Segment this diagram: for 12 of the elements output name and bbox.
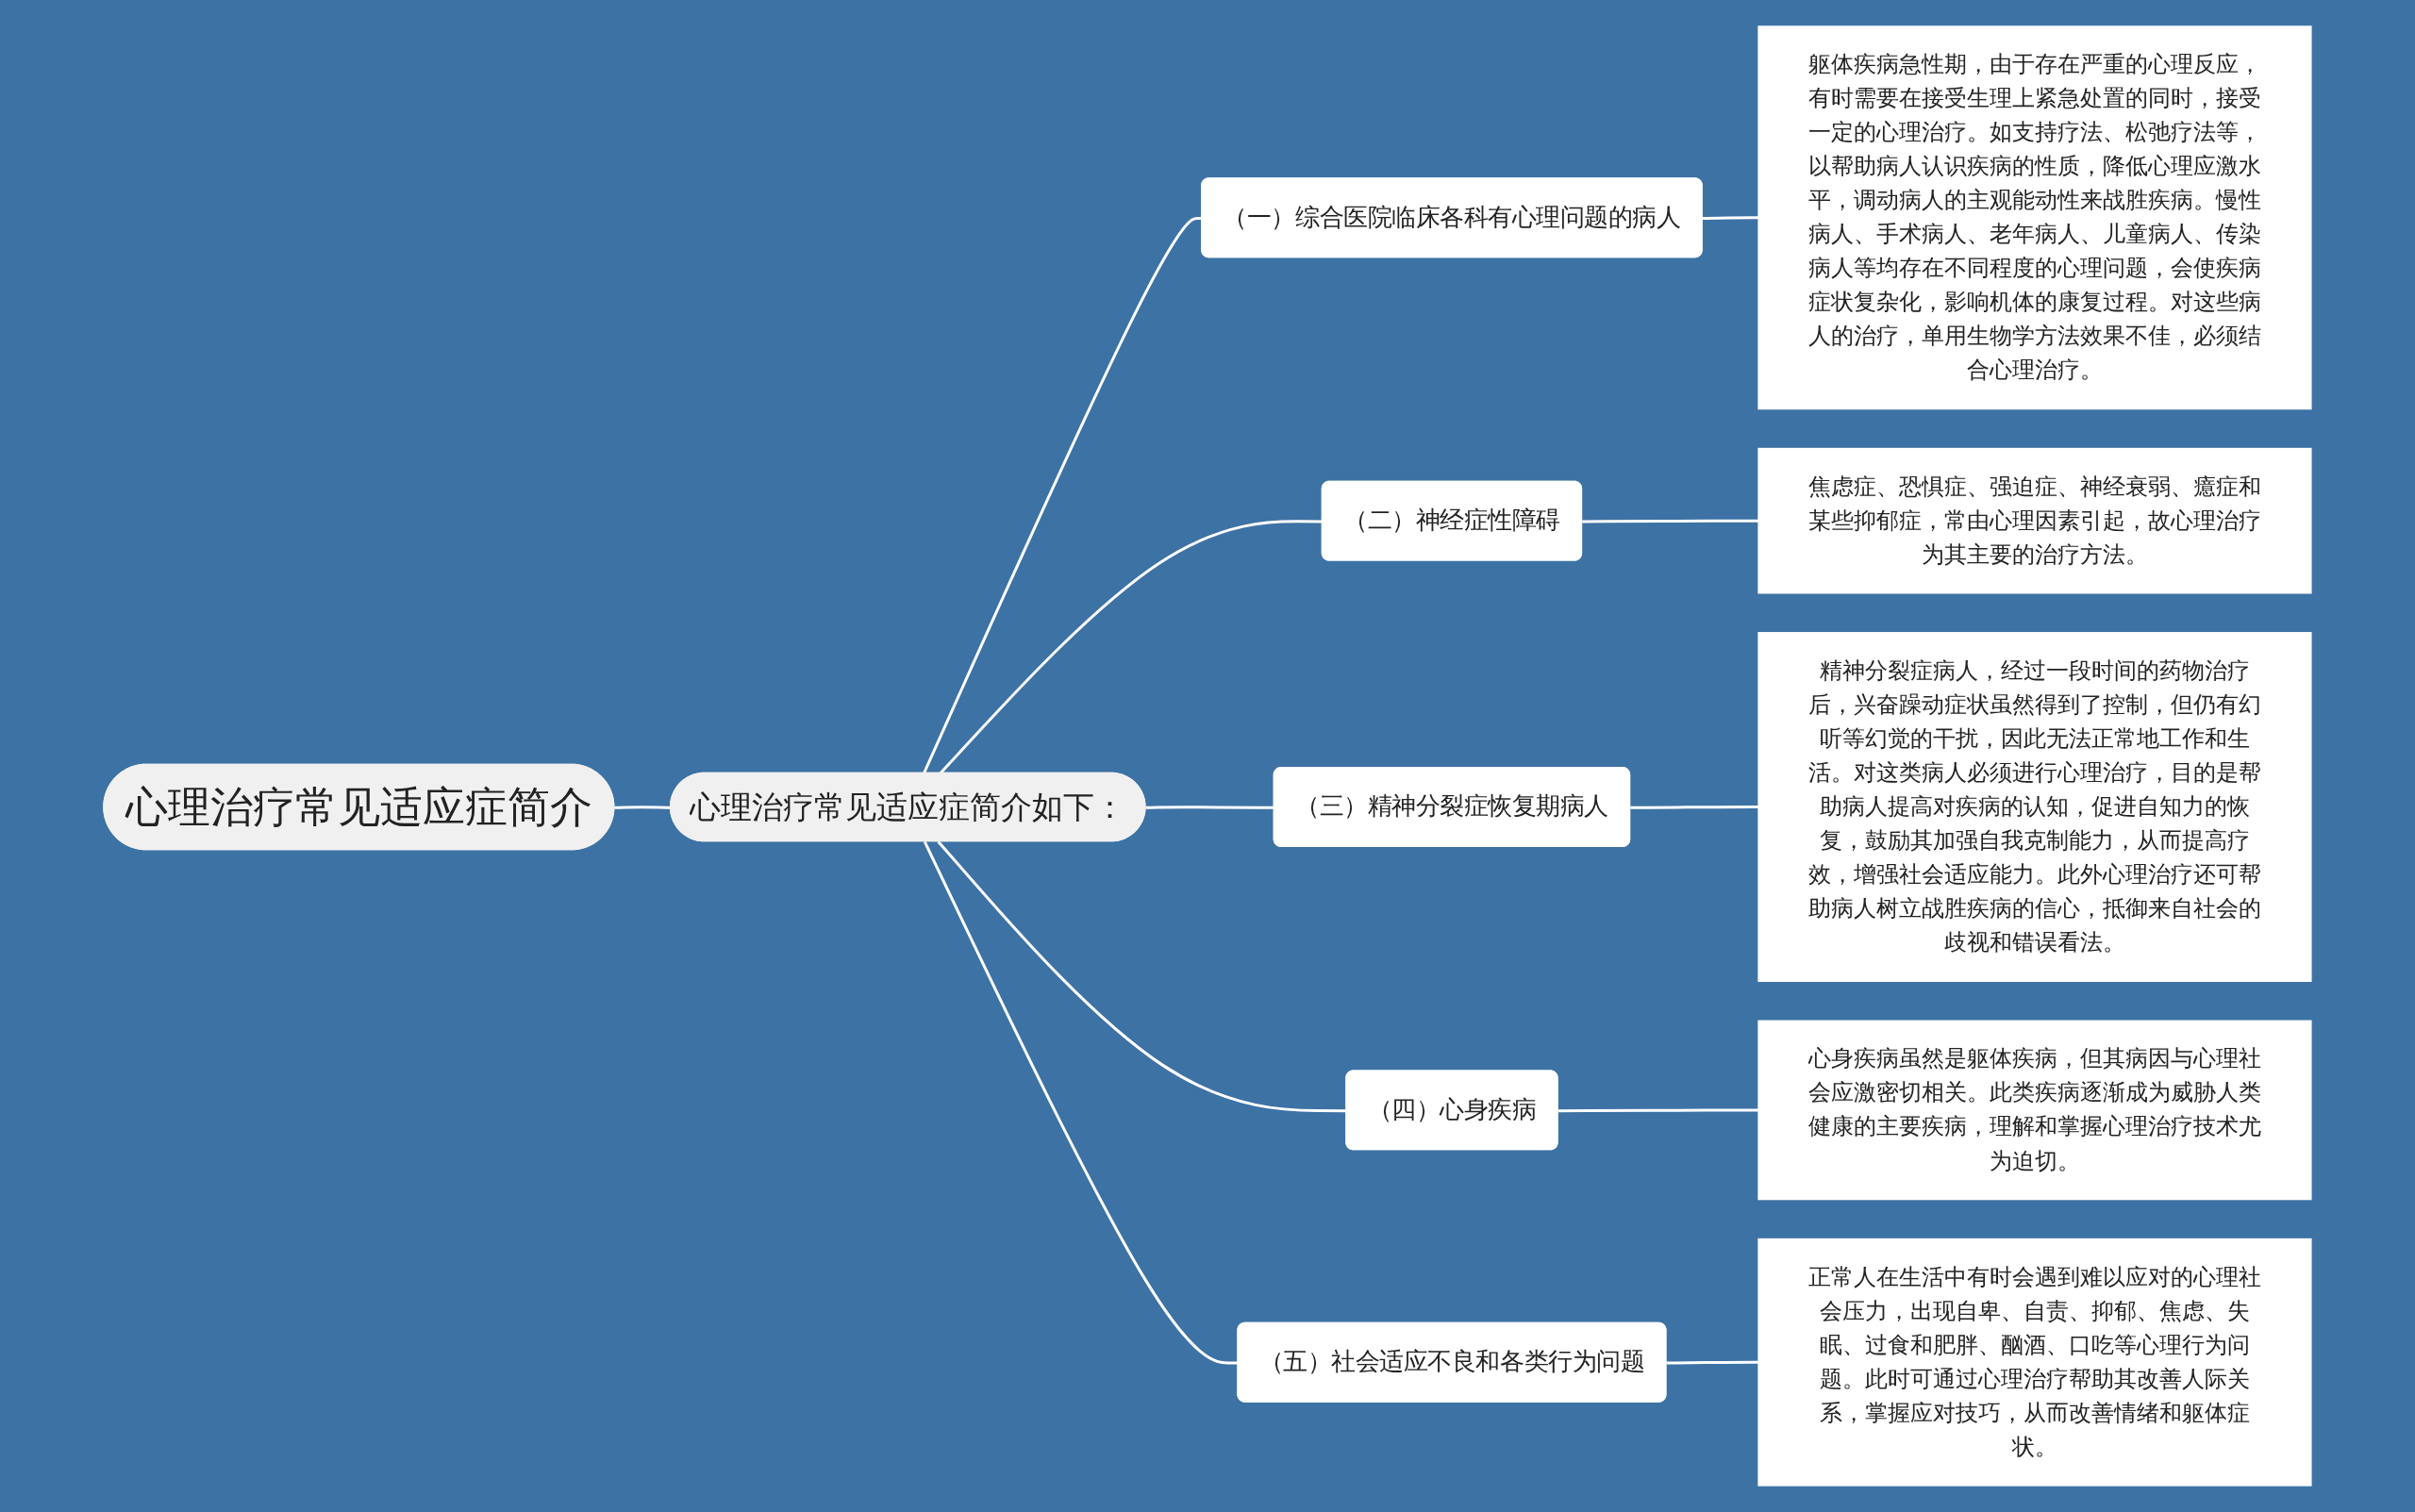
connector bbox=[1666, 1360, 1759, 1365]
node-box: 躯体疾病急性期，由于存在严重的心理反应，有时需要在接受生理上紧急处置的同时，接受一定的心理治疗。如支持疗法、松弛疗法等，以帮助病人认识疾病的性质，降低心理应激水平，调动病人的主观能动性来战胜疾病。慢性病人、手术病人、老年病人、儿童病人、传染病人等均存在不同程度的心理问题，会使疾病症状复杂化，影响机体的康复过程。对这些病人的治疗，单用生物学方法效果不佳，必须结合心理治疗。 bbox=[1757, 25, 2312, 410]
connector bbox=[937, 840, 1347, 1113]
node-box: 焦虑症、恐惧症、强迫症、神经衰弱、癔症和某些抑郁症，常由心理因素引起，故心理治疗为其主要的治疗方法。 bbox=[1757, 447, 2312, 594]
connector bbox=[923, 840, 1239, 1365]
connector bbox=[1630, 806, 1759, 809]
connector bbox=[1557, 1108, 1759, 1113]
node-box: 精神分裂症病人，经过一段时间的药物治疗后，兴奋躁动症状虽然得到了控制，但仍有幻听等幻觉的干扰，因此无法正常地工作和生活。对这类病人必须进行心理治疗，目的是帮助病人提高对疾病的认知，促进自知力的恢复，鼓励其加强自我克制能力，从而提高疗效，增强社会适应能力。此外心理治疗还可帮助病人树立战胜疾病的信心，抵御来自社会的歧视和错误看法。 bbox=[1757, 632, 2312, 983]
connector bbox=[1702, 216, 1759, 221]
node-box: 正常人在生活中有时会遇到难以应对的心理社会压力，出现自卑、自责、抑郁、焦虑、失眠、过食和肥胖、酗酒、口吃等心理行为问题。此时可通过心理治疗帮助其改善人际关系，掌握应对技巧，从而改善情绪和躯体症状。 bbox=[1757, 1238, 2312, 1487]
node-box: 心身疾病虽然是躯体疾病，但其病因与心理社会应激密切相关。此类疾病逐渐成为威胁人类健康的主要疾病，理解和掌握心理治疗技术尤为迫切。 bbox=[1757, 1020, 2312, 1201]
connector bbox=[1582, 519, 1759, 523]
